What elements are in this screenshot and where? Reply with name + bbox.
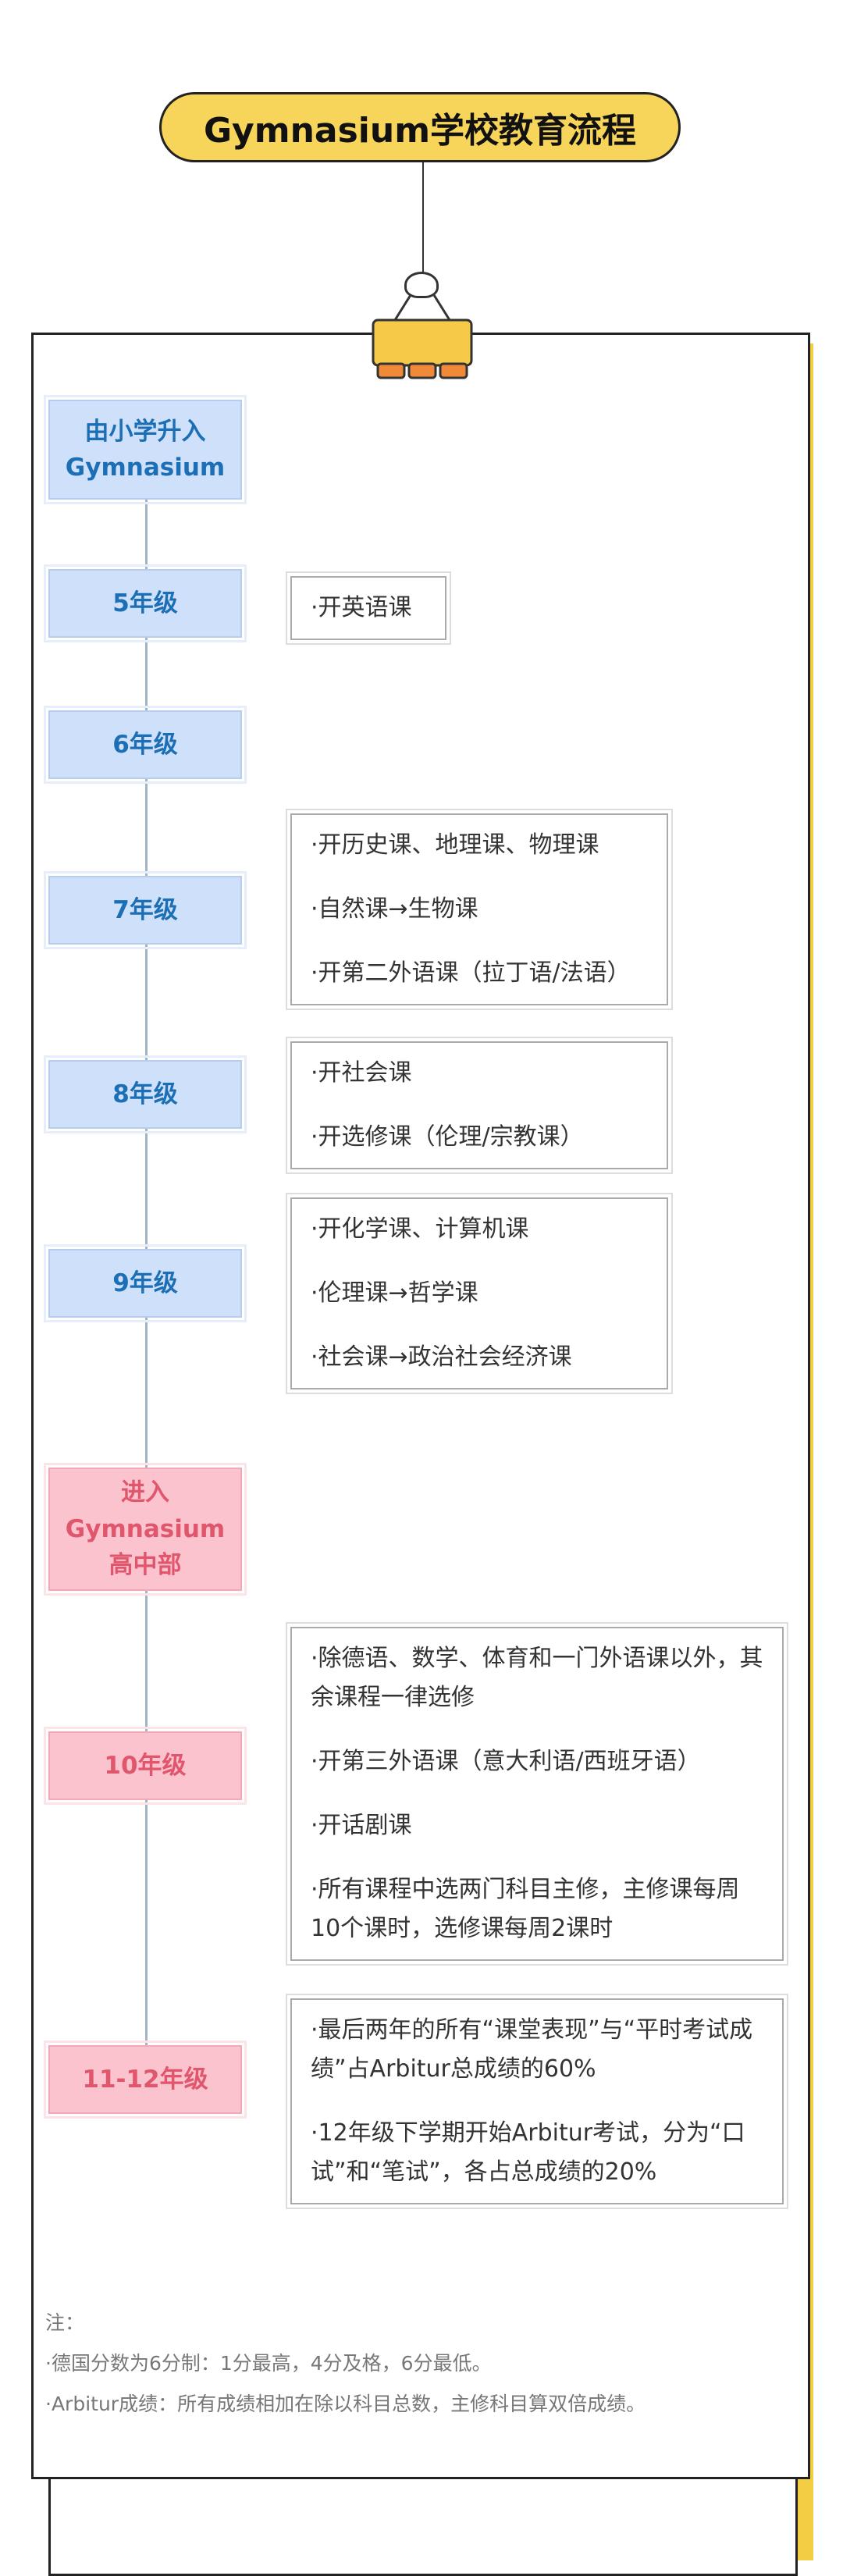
notes-grade-9: ·开化学课、计算机课 ·伦理课→哲学课 ·社会课→政治社会经济课	[286, 1193, 673, 1394]
note-item: ·伦理课→哲学课	[311, 1279, 478, 1307]
notes-grade-7: ·开历史课、地理课、物理课 ·自然课→生物课 ·开第二外语课（拉丁语/法语）	[286, 809, 673, 1010]
note-item: ·开第二外语课（拉丁语/法语）	[311, 959, 631, 987]
note-item: ·所有课程中选两门科目主修，主修课每周10个课时，选修课每周2课时	[311, 1876, 740, 1942]
note-item: ·开化学课、计算机课	[311, 1215, 529, 1243]
hanger-loop	[404, 272, 439, 298]
note-item: ·自然课→生物课	[311, 895, 478, 923]
notes-grade-5: ·开英语课	[286, 571, 451, 645]
footnotes: 注： ·德国分数为6分制：1分最高，4分及格，6分最低。 ·Arbitur成绩：…	[45, 2303, 763, 2425]
note-item: ·开社会课	[311, 1059, 412, 1087]
footnote-item: ·Arbitur成绩：所有成绩相加在除以科目总数，主修科目算双倍成绩。	[45, 2393, 646, 2415]
grade-7: 7年级	[44, 871, 247, 949]
note-item: ·社会课→政治社会经济课	[311, 1343, 572, 1371]
note-item: ·除德语、数学、体育和一门外语课以外，其余课程一律选修	[311, 1645, 763, 1711]
grade-8: 8年级	[44, 1055, 247, 1133]
grade-10: 10年级	[44, 1727, 247, 1805]
note-item: ·开第三外语课（意大利语/西班牙语）	[311, 1748, 701, 1775]
note-item: ·开选修课（伦理/宗教课）	[311, 1123, 584, 1151]
footnote-item: ·德国分数为6分制：1分最高，4分及格，6分最低。	[45, 2352, 492, 2375]
binder-clip-icon	[372, 289, 473, 382]
note-item: ·开英语课	[311, 594, 412, 621]
notes-grade-11-12: ·最后两年的所有“课堂表现”与“平时考试成绩”占Arbitur总成绩的60% ·…	[286, 1994, 788, 2209]
note-item: ·12年级下学期开始Arbitur考试，分为“口试”和“笔试”，各占总成绩的20…	[311, 2119, 745, 2186]
note-item: ·开话剧课	[311, 1812, 412, 1839]
grade-11-12: 11-12年级	[44, 2041, 247, 2119]
footnote-heading: 注：	[45, 2311, 85, 2334]
grade-9: 9年级	[44, 1244, 247, 1322]
note-item: ·开历史课、地理课、物理课	[311, 831, 599, 859]
notes-grade-8: ·开社会课 ·开选修课（伦理/宗教课）	[286, 1037, 673, 1174]
grade-6: 6年级	[44, 706, 247, 784]
page-title: Gymnasium学校教育流程	[159, 92, 681, 162]
grade-5: 5年级	[44, 564, 247, 642]
note-item: ·最后两年的所有“课堂表现”与“平时考试成绩”占Arbitur总成绩的60%	[311, 2016, 753, 2083]
notes-grade-10: ·除德语、数学、体育和一门外语课以外，其余课程一律选修 ·开第三外语课（意大利语…	[286, 1622, 788, 1966]
hanging-string	[422, 162, 424, 281]
